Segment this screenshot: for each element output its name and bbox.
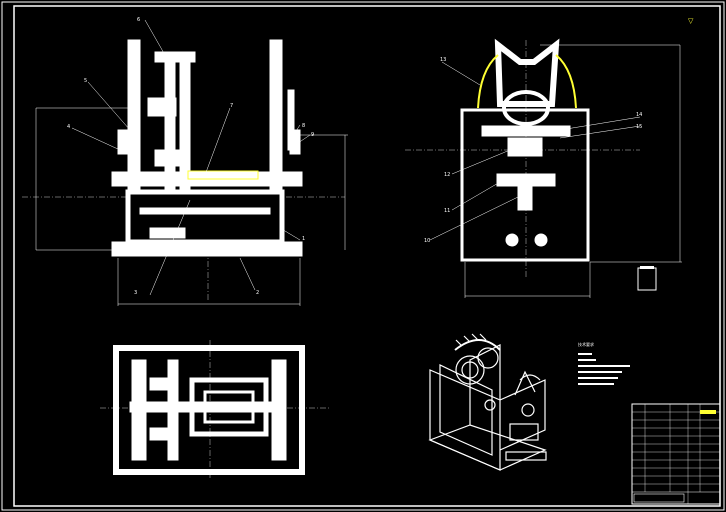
front-view (22, 39, 348, 306)
part-label-14: 14 (636, 112, 642, 118)
side-view-labels (429, 61, 641, 241)
notes-title: 技术要求 (578, 341, 594, 347)
part-label-7: 7 (230, 103, 233, 109)
technical-notes: 技术要求 (578, 341, 630, 385)
roughness-symbol: ▽ (688, 17, 694, 25)
scale-box (637, 267, 657, 291)
part-label-6: 6 (137, 17, 140, 23)
sheet-inner-border (13, 5, 721, 507)
part-label-9: 9 (311, 132, 314, 138)
top-view (100, 340, 330, 478)
part-label-8: 8 (302, 123, 305, 129)
title-block (631, 403, 721, 505)
part-label-15: 15 (636, 124, 642, 130)
part-label-3: 3 (134, 290, 137, 296)
part-label-12: 12 (444, 172, 450, 178)
part-label-10: 10 (424, 238, 430, 244)
part-label-2: 2 (256, 290, 259, 296)
part-label-1: 1 (302, 236, 305, 242)
part-label-5: 5 (84, 78, 87, 84)
isometric-view (428, 333, 547, 471)
part-label-11: 11 (444, 208, 450, 214)
part-label-4: 4 (67, 124, 70, 130)
side-view (405, 38, 682, 298)
part-label-13: 13 (440, 57, 446, 63)
front-view-labels (71, 19, 311, 296)
